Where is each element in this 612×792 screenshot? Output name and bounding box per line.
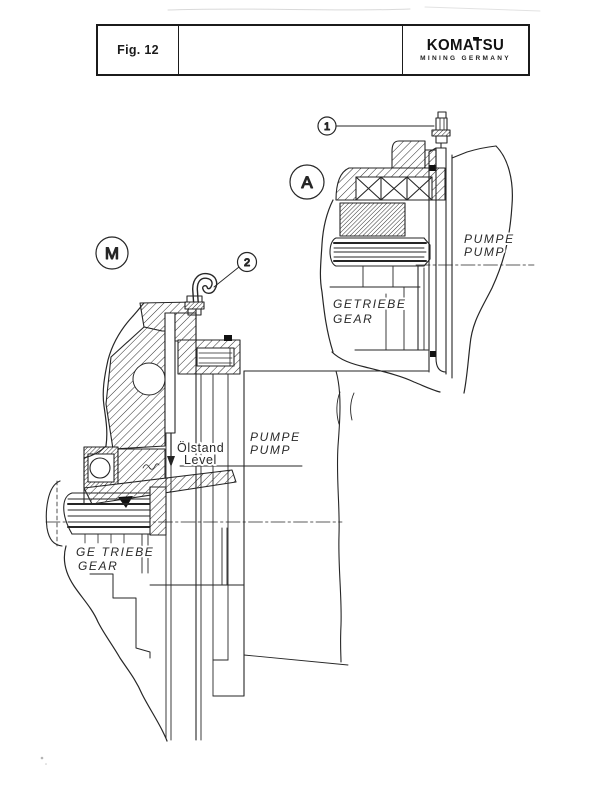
brand-logo-t-bar [473,37,480,40]
scan-artifacts [40,6,541,765]
figure-number-cell: Fig. 12 [98,26,179,74]
breather-pipe [184,272,218,316]
label-oelstand: Ölstand [177,441,224,455]
label-gear-main: GEAR [78,559,118,573]
flange-bolt [196,347,235,367]
label-getriebe-detail-a: GETRIEBE [333,297,406,311]
view-label-a: A [289,164,325,200]
view-letter-m: M [105,244,119,263]
view-letter-a: A [301,173,313,192]
label-pump-detail-a: PUMP [464,245,505,259]
brand-logo-text: KOMATSU [426,36,505,55]
callout-1: 1 [317,116,435,136]
callout-2-number: 2 [244,257,250,269]
brand-subtitle: MINING GERMANY [420,55,511,62]
main-view: 2 M Ölstand Level PUMPE PUMP GE TRIEBE G… [45,236,429,742]
label-pump-main: PUMP [250,443,291,457]
figure-number: Fig. 12 [117,43,159,57]
detail-a-view: 1 A PUMPE PUMP GETRIEBE GEAR [289,111,535,425]
callout-1-number: 1 [324,121,330,133]
pump-body [243,370,429,697]
splined-gear-shaft [63,486,167,536]
callout-2: 2 [213,251,258,288]
label-gear-detail-a: GEAR [333,312,373,326]
bearing [83,446,119,489]
seal-mark-top [429,165,436,171]
view-label-m: M [95,236,129,270]
bearing-ball [89,457,111,479]
oil-level-indicator [142,432,303,470]
label-level: Level [184,453,217,467]
seal-mark-main [224,335,232,341]
brand-cell: KOMATSU MINING GERMANY [403,26,528,74]
label-pumpe-detail-a: PUMPE [464,232,515,246]
vent-fitting [431,111,451,149]
seal-mark-bottom [430,351,436,357]
housing-pocket [132,362,166,396]
figure-header: Fig. 12 KOMATSU MINING GERMANY [96,24,530,76]
label-getriebe-main: GE TRIEBE [76,545,154,559]
label-pumpe-main: PUMPE [250,430,301,444]
figure-title-cell [179,26,403,74]
oil-standpipe [164,312,176,434]
